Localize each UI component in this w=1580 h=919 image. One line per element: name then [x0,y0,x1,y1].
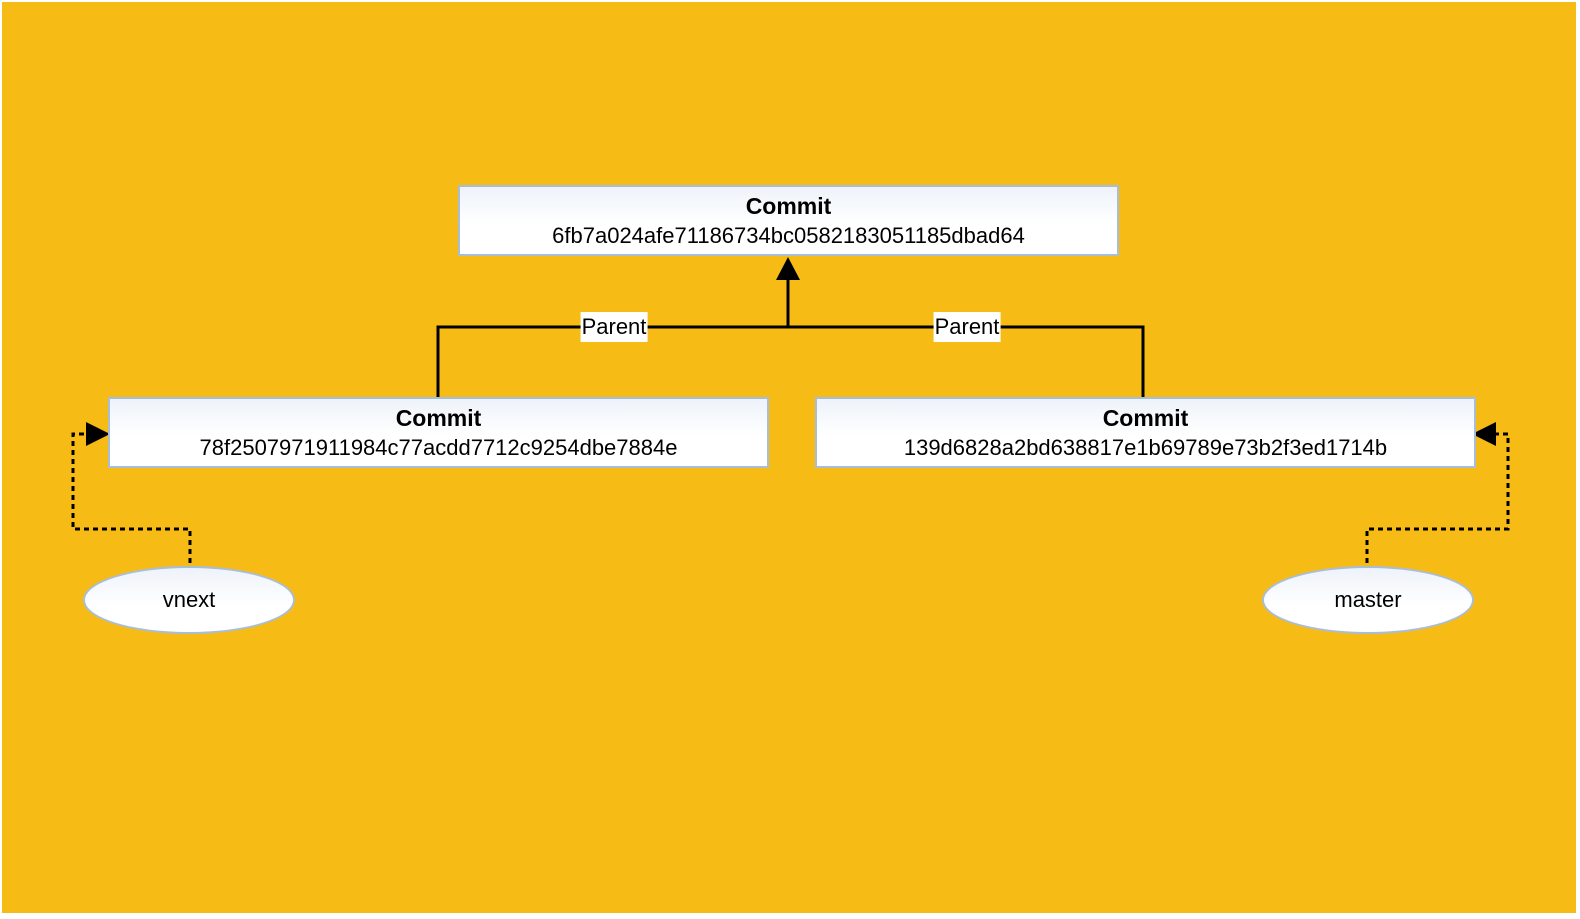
commit-hash: 78f2507971911984c77acdd7712c9254dbe7884e [199,435,678,460]
edge-right-to-root [788,325,1145,398]
branch-pointer-edges [71,422,1510,563]
vnext-arrowhead-icon [86,422,110,446]
edge-label-left: Parent [580,312,648,342]
commit-title: Commit [395,405,482,431]
master-pointer-edge [1365,432,1510,563]
commit-node-right[interactable]: Commit 139d6828a2bd638817e1b69789e73b2f3… [815,397,1476,468]
commit-title: Commit [1102,405,1189,431]
edge-label-right: Parent [933,312,1001,342]
branch-label: master [1334,587,1402,612]
commit-hash: 139d6828a2bd638817e1b69789e73b2f3ed1714b [903,435,1388,460]
commit-title: Commit [745,193,832,219]
root-arrowhead-icon [776,257,800,280]
master-arrowhead-icon [1472,422,1496,446]
branch-node-vnext[interactable]: vnext [83,566,295,634]
edge-left-to-root [436,325,788,398]
vnext-pointer-edge [71,432,192,563]
commit-hash: 6fb7a024afe71186734bc0582183051185dbad64 [552,223,1025,248]
parent-edges [436,257,1145,398]
branch-node-master[interactable]: master [1262,566,1474,634]
commit-node-left[interactable]: Commit 78f2507971911984c77acdd7712c9254d… [108,397,769,468]
commit-node-root[interactable]: Commit 6fb7a024afe71186734bc058218305118… [458,185,1119,256]
branch-label: vnext [162,587,216,612]
